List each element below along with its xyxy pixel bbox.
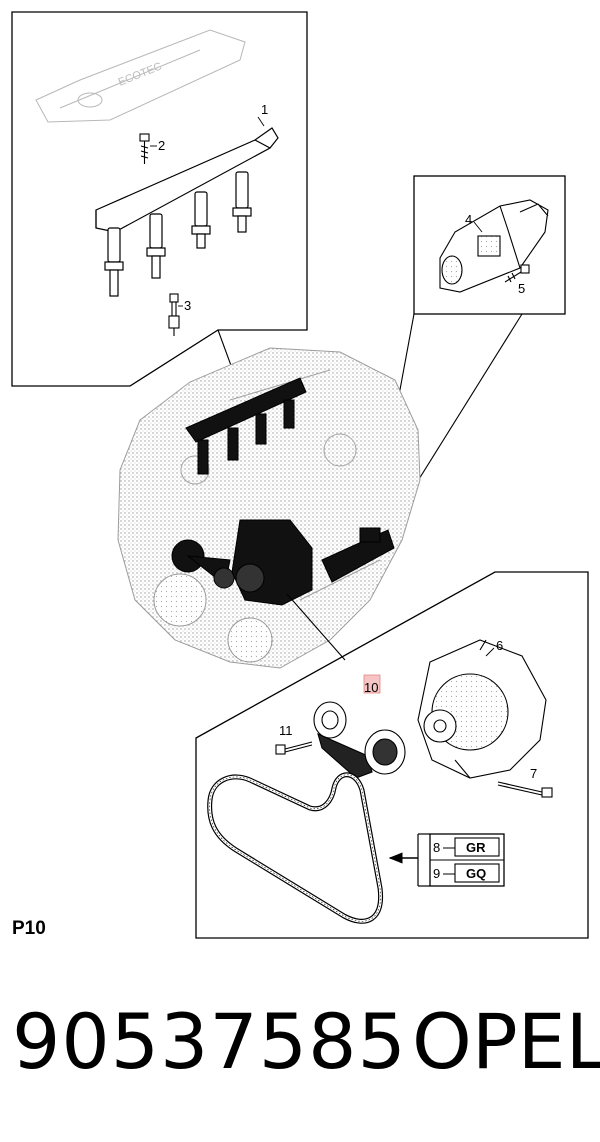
highlighted-tensioner-on-engine xyxy=(171,539,235,589)
callout-10: 10 xyxy=(364,680,378,695)
tensioner-part-10 xyxy=(313,701,406,779)
alternator-part-6 xyxy=(417,639,547,779)
belt-code-gr-cell xyxy=(454,837,500,857)
callout-3: 3 xyxy=(184,298,191,313)
parts-diagram: ECOTEC 1 2 xyxy=(11,11,589,939)
engine-cover-ghost: ECOTEC xyxy=(35,29,246,123)
bolt-part-11 xyxy=(275,741,313,755)
callout-10-highlight xyxy=(363,674,381,694)
drive-belt xyxy=(207,772,384,924)
bolt-part-7 xyxy=(497,781,553,798)
part-number: 90537585 xyxy=(12,997,407,1086)
belt-code-gq: GQ xyxy=(466,866,486,881)
leader-1 xyxy=(257,116,265,127)
highlighted-coil-rail-on-engine xyxy=(185,377,307,475)
callout-6: 6 xyxy=(496,638,503,653)
callout-1: 1 xyxy=(261,102,268,117)
page-code: P10 xyxy=(12,918,46,939)
callout-2: 2 xyxy=(158,138,165,153)
starter-motor-part-4 xyxy=(439,199,549,293)
callout-8: 8 xyxy=(433,840,440,855)
highlighted-starter-on-engine xyxy=(321,527,395,583)
spark-plug-part-3 xyxy=(168,293,180,336)
leader-4 xyxy=(473,221,483,233)
callout-5: 5 xyxy=(518,281,525,296)
ignition-coil-rail xyxy=(95,127,279,297)
callout-7: 7 xyxy=(530,766,537,781)
inset-frame-belt-drive xyxy=(195,571,589,939)
leader-belt-inset xyxy=(286,593,346,661)
leader-6 xyxy=(485,647,495,657)
callout-4: 4 xyxy=(465,212,472,227)
brand-name: OPEL xyxy=(412,997,600,1086)
belt-code-gq-cell xyxy=(454,863,500,883)
belt-code-gr: GR xyxy=(466,840,486,855)
bolt-part-5 xyxy=(504,264,530,283)
svg-text:ECOTEC: ECOTEC xyxy=(117,60,164,88)
highlighted-alternator-on-engine xyxy=(231,519,313,606)
callout-11: 11 xyxy=(279,723,293,738)
inset-frame-starter xyxy=(413,175,566,315)
callout-9: 9 xyxy=(433,866,440,881)
bolt-part-2 xyxy=(139,133,150,164)
